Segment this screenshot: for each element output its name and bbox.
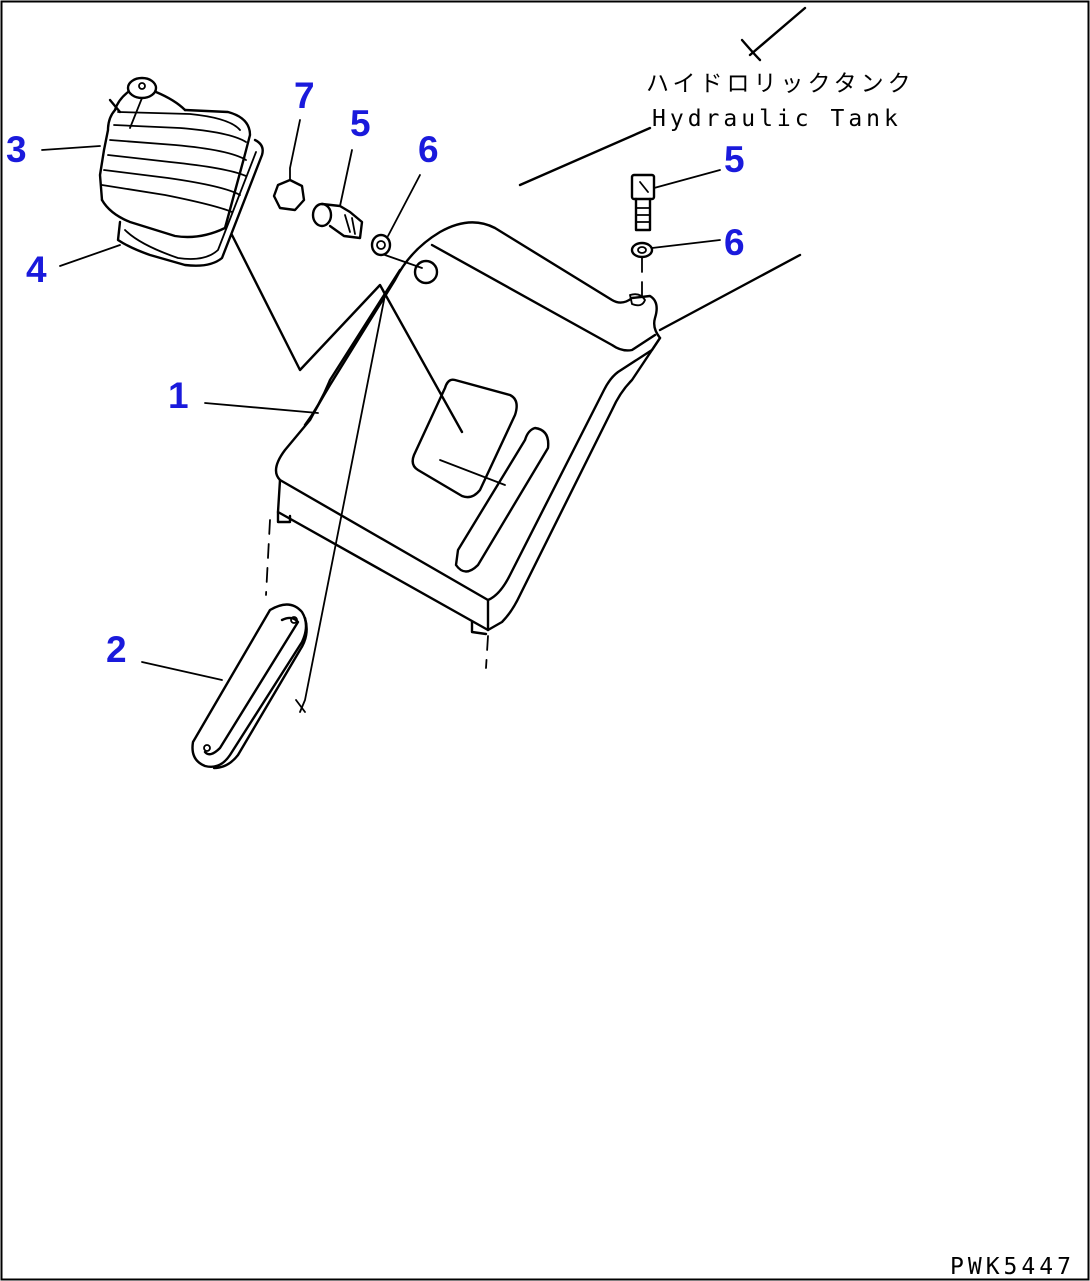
washer-part-6-right [630, 239, 721, 301]
callout-5-right: 5 [724, 139, 745, 180]
bolt-part-5-right [630, 169, 721, 232]
callout-6-right: 6 [724, 222, 745, 263]
lever-boot-part-3 [98, 76, 252, 239]
leader-lines [295, 254, 423, 713]
bolt-part-5-left [311, 149, 364, 240]
cover-plate-part-1 [274, 221, 662, 636]
callout-5-left: 5 [350, 103, 371, 144]
callout-3: 3 [6, 129, 27, 170]
washer-part-6-left [370, 174, 421, 257]
callout-1: 1 [168, 375, 189, 416]
callout-leaders [41, 145, 319, 681]
callout-4: 4 [26, 249, 47, 290]
hydraulic-tank-label-en: Hydraulic Tank [652, 106, 902, 132]
hydraulic-tank-label-jp: ハイドロリックタンク [646, 71, 915, 97]
boot-frame-part-4 [116, 138, 464, 434]
guide-strip-part-2 [191, 519, 489, 770]
callout-7: 7 [294, 75, 315, 116]
callout-6-left: 6 [418, 129, 439, 170]
figure-code: PWK5447 [950, 1254, 1075, 1280]
hydraulic-tank-outline [518, 6, 807, 332]
nut-part-7 [272, 119, 306, 212]
callout-2: 2 [106, 629, 127, 670]
